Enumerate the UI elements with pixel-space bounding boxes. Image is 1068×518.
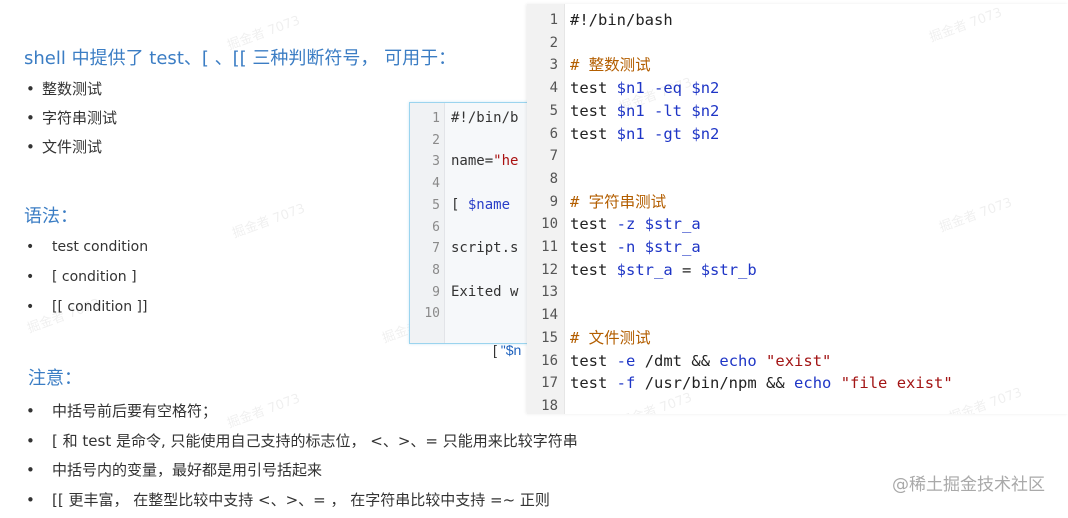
list-item: 字符串测试 bbox=[26, 107, 117, 136]
code-line: test -f /usr/bin/npm && echo "file exist… bbox=[570, 372, 953, 395]
code-line: script.s bbox=[451, 238, 518, 260]
line-number: 3 bbox=[527, 54, 558, 77]
code-line: #!/bin/b bbox=[451, 108, 518, 130]
line-number: 4 bbox=[527, 77, 558, 100]
watermark: 掘金者 7073 bbox=[229, 198, 307, 242]
list-item: [ 和 test 是命令, 只能使用自己支持的标志位， <、>、= 只能用来比较… bbox=[26, 430, 578, 460]
line-number: 15 bbox=[527, 327, 558, 350]
line-number: 6 bbox=[410, 217, 440, 239]
list-item: test condition bbox=[26, 236, 148, 266]
line-number: 17 bbox=[527, 372, 558, 395]
line-number: 5 bbox=[527, 100, 558, 123]
line-number: 11 bbox=[527, 236, 558, 259]
line-number: 1 bbox=[527, 9, 558, 32]
line-number: 9 bbox=[410, 282, 440, 304]
background-code-block: 1 #!/bin/b 2 3 name="he 4 5 [ $name 6 7 scri… bbox=[409, 102, 535, 344]
line-number: 16 bbox=[527, 350, 558, 373]
line-number: 6 bbox=[527, 123, 558, 146]
code-line: Exited w bbox=[451, 282, 518, 304]
code-comment: # 整数测试 bbox=[570, 54, 651, 77]
notes-list: 中括号前后要有空格符； [ 和 test 是命令, 只能使用自己支持的标志位， … bbox=[26, 400, 578, 518]
code-comment: # 文件测试 bbox=[570, 327, 651, 350]
line-number: 5 bbox=[410, 195, 440, 217]
line-number: 13 bbox=[527, 281, 558, 304]
line-number: 4 bbox=[410, 173, 440, 195]
syntax-heading: 语法： bbox=[24, 202, 78, 228]
code-comment: # 字符串测试 bbox=[570, 191, 666, 214]
list-item: [ condition ] bbox=[26, 266, 148, 296]
line-number: 7 bbox=[527, 145, 558, 168]
code-line: test -e /dmt && echo "exist" bbox=[570, 350, 831, 373]
code-line: test $n1 -gt $n2 bbox=[570, 123, 719, 146]
list-item: 中括号前后要有空格符； bbox=[26, 400, 578, 430]
line-number: 10 bbox=[527, 213, 558, 236]
line-number: 3 bbox=[410, 151, 440, 173]
list-item: 文件测试 bbox=[26, 136, 117, 165]
code-line: test -n $str_a bbox=[570, 236, 701, 259]
line-number: 2 bbox=[410, 130, 440, 152]
line-number: 12 bbox=[527, 259, 558, 282]
code-fragment: [ "$n bbox=[493, 342, 521, 358]
line-number: 8 bbox=[527, 168, 558, 191]
line-number: 14 bbox=[527, 304, 558, 327]
syntax-list: test condition [ condition ] [[ conditio… bbox=[26, 236, 148, 326]
code-line: [ $name bbox=[451, 195, 510, 217]
code-line: name="he bbox=[451, 151, 518, 173]
list-item: 整数测试 bbox=[26, 78, 117, 107]
page-heading: shell 中提供了 test、[ 、[[ 三种判断符号， 可用于： bbox=[24, 44, 456, 70]
brand-watermark: @稀土掘金技术社区 bbox=[892, 470, 1045, 495]
notes-heading: 注意： bbox=[28, 364, 82, 390]
code-line: test -z $str_a bbox=[570, 213, 701, 236]
line-number: 18 bbox=[527, 395, 558, 414]
line-number: 10 bbox=[410, 303, 440, 325]
code-line: #!/bin/bash bbox=[570, 9, 673, 32]
line-number: 1 bbox=[410, 108, 440, 130]
list-item: [[ 更丰富， 在整型比较中支持 <、>、= ， 在字符串比较中支持 =~ 正则 bbox=[26, 489, 578, 518]
list-item: [[ condition ]] bbox=[26, 296, 148, 326]
line-number: 8 bbox=[410, 260, 440, 282]
line-number: 7 bbox=[410, 238, 440, 260]
feature-list: 整数测试 字符串测试 文件测试 bbox=[26, 78, 117, 165]
list-item: 中括号内的变量，最好都是用引号括起来 bbox=[26, 459, 578, 489]
line-number: 2 bbox=[527, 32, 558, 55]
code-line: test $str_a = $str_b bbox=[570, 259, 757, 282]
line-number: 9 bbox=[527, 191, 558, 214]
